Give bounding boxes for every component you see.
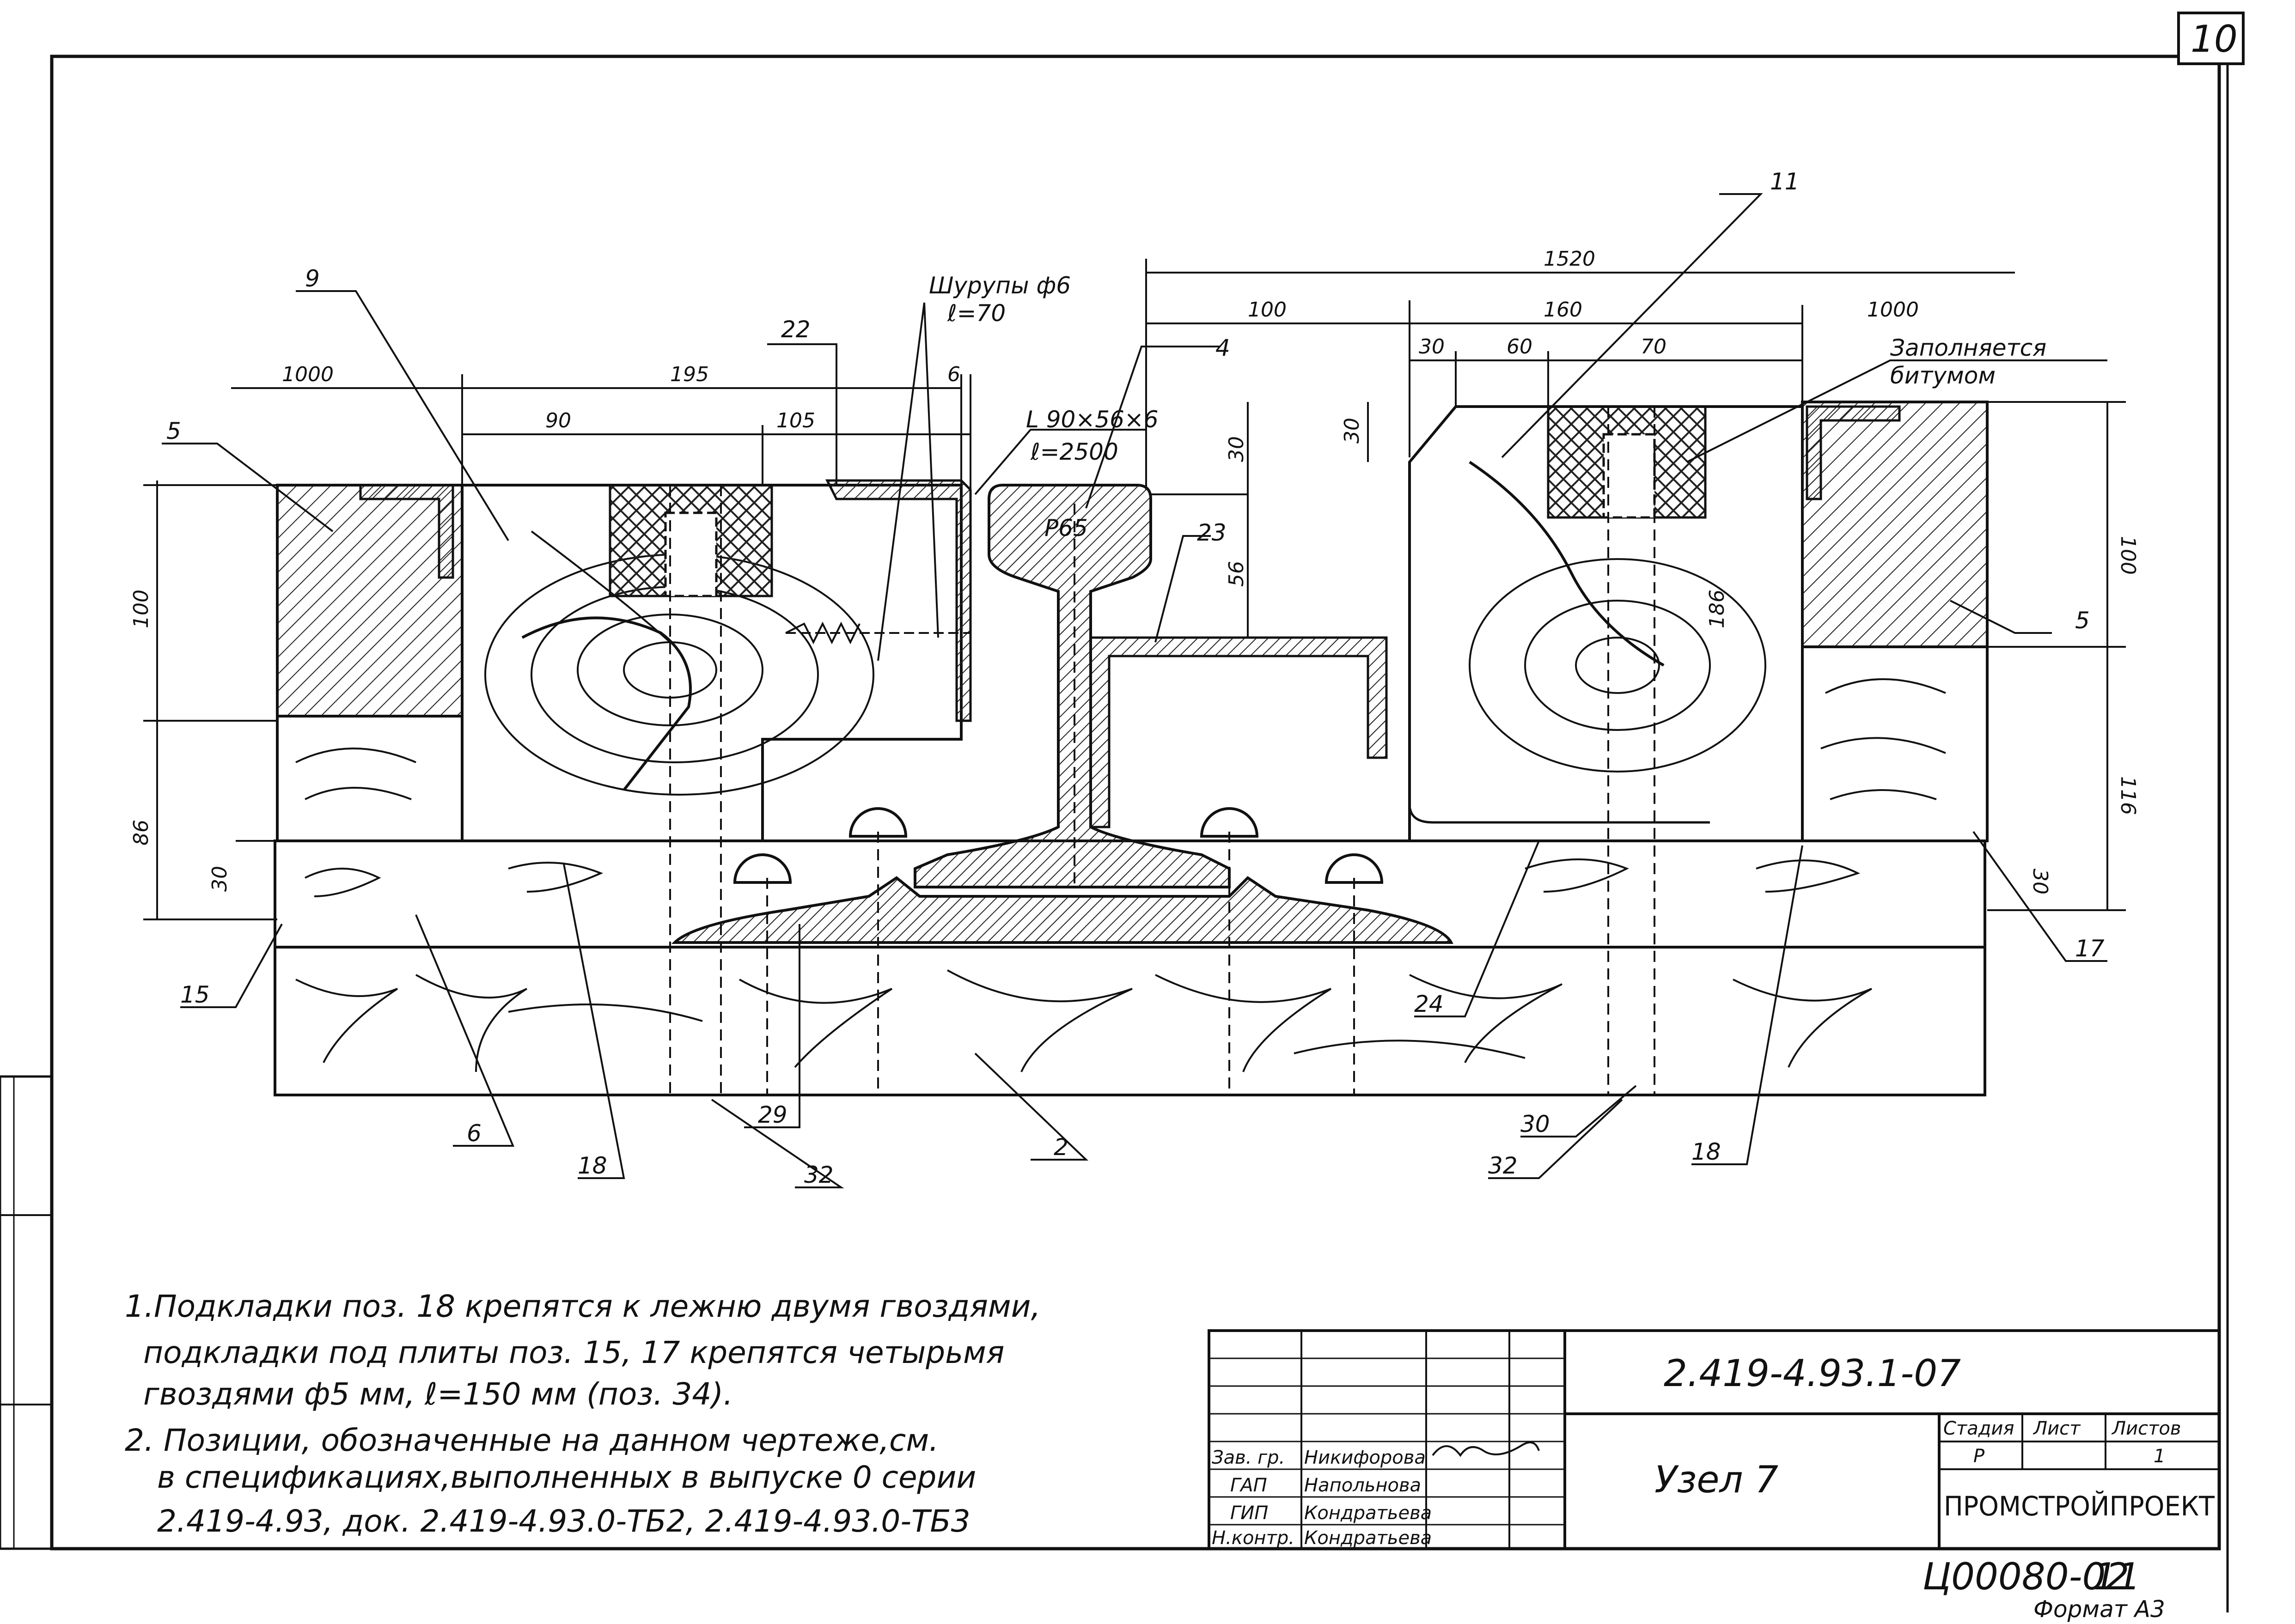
dim-30s: 30 [1340, 418, 1364, 444]
dim-116: 116 [2116, 776, 2140, 815]
pos-24: 24 [1414, 991, 1444, 1017]
person-name: Кондратьева [1304, 1502, 1432, 1524]
pos-18-right: 18 [1691, 1138, 1721, 1165]
org-name: ПРОМСТРОЙПРОЕКТ [1944, 1490, 2215, 1522]
dim-30a: 30 [1419, 335, 1445, 359]
pos-32-left: 32 [804, 1162, 834, 1188]
footer-code: Ц00080-02 [1923, 1555, 2129, 1598]
note-line: 1.Подкладки поз. 18 крепятся к лежню дву… [125, 1289, 1041, 1324]
bitumen-fill-left [609, 484, 773, 597]
base-sleeper [274, 946, 1986, 1096]
label-rail: Р65 [1044, 515, 1088, 541]
note-line: 2.419-4.93, док. 2.419-4.93.0-ТБ2, 2.419… [157, 1503, 970, 1539]
role: ГАП [1230, 1475, 1267, 1496]
dim-195: 195 [670, 363, 709, 386]
dim-100a: 100 [1248, 298, 1287, 322]
person-name: Напольнова [1304, 1475, 1421, 1496]
pos-30: 30 [1520, 1111, 1550, 1137]
note-line: в спецификациях,выполненных в выпуске 0 … [157, 1460, 976, 1495]
stage-value: Р [1973, 1446, 1985, 1467]
pos-22: 22 [781, 316, 811, 343]
dim-90: 90 [545, 409, 571, 432]
dim-70: 70 [1641, 335, 1666, 359]
hidden-lines [669, 407, 1655, 1095]
dim-186: 186 [1705, 590, 1729, 628]
pos-5-left: 5 [166, 418, 181, 444]
note-line: подкладки под плиты поз. 15, 17 крепятся… [143, 1335, 1005, 1370]
notes: 1.Подкладки поз. 18 крепятся к лежню дву… [125, 1289, 1041, 1539]
pos-29: 29 [758, 1101, 787, 1128]
pos-32-right: 32 [1488, 1152, 1518, 1179]
pos-15: 15 [180, 981, 210, 1008]
dim-105: 105 [776, 409, 815, 432]
base-plate [671, 876, 1453, 944]
dim-6: 6 [947, 363, 960, 386]
channel-23 [1089, 636, 1388, 828]
angle-90x56-left [825, 479, 972, 722]
dim-30r: 30 [2028, 869, 2052, 894]
title-block [1208, 1329, 2221, 1550]
angle-steel-left [359, 484, 454, 579]
dim-100l: 100 [129, 590, 153, 628]
label-fill-2: битумом [1890, 362, 1996, 389]
pos-23: 23 [1197, 519, 1227, 546]
dim-1000r: 1000 [1867, 298, 1919, 322]
signature [1432, 1442, 1540, 1457]
sheets-header: Листов [2111, 1418, 2181, 1439]
sheet-number: 10 [2191, 18, 2238, 61]
sheet-header: Лист [2033, 1418, 2081, 1439]
dimension-lines [143, 259, 2126, 920]
role: Н.контр. [1212, 1527, 1294, 1549]
pos-18-left: 18 [578, 1152, 607, 1179]
dim-1520: 1520 [1544, 247, 1595, 271]
sheets-value: 1 [2154, 1446, 2165, 1467]
note-line: гвоздями ф5 мм, ℓ=150 мм (поз. 34). [143, 1376, 733, 1412]
timber-beam-right [1408, 405, 1804, 842]
dim-86: 86 [129, 820, 153, 845]
bitumen-fill-right [1547, 405, 1707, 519]
dim-100r: 100 [2116, 536, 2140, 575]
pos-6: 6 [467, 1120, 482, 1147]
dim-56: 56 [1225, 561, 1248, 587]
footer-format: Формат А3 [2033, 1596, 2165, 1623]
stage-header: Стадия [1943, 1418, 2014, 1439]
person-name: Кондратьева [1304, 1527, 1432, 1549]
pos-9: 9 [305, 265, 320, 292]
pos-11: 11 [1770, 168, 1800, 195]
plate-right [1801, 401, 1989, 842]
label-angle-2: ℓ=2500 [1030, 438, 1118, 465]
footer-num: 11 [2094, 1555, 2141, 1598]
note-line: 2. Позиции, обозначенные на данном черте… [125, 1423, 939, 1458]
dim-1000l: 1000 [282, 363, 334, 386]
role: Зав. гр. [1212, 1447, 1285, 1468]
role: ГИП [1230, 1502, 1268, 1524]
leader-lines [162, 193, 2107, 1188]
screw [785, 621, 970, 645]
dim-160: 160 [1544, 298, 1582, 322]
angle-steel-right [1806, 405, 1901, 500]
pos-17: 17 [2075, 935, 2105, 962]
dim-60: 60 [1507, 335, 1532, 359]
drawing-title: Узел 7 [1654, 1458, 1778, 1501]
dim-30v: 30 [1225, 436, 1248, 462]
pos-5-right: 5 [2075, 607, 2090, 634]
pos-2: 2 [1054, 1134, 1068, 1161]
label-screws-2: ℓ=70 [947, 300, 1006, 327]
label-screws-1: Шурупы ф6 [929, 272, 1071, 299]
person-name: Никифорова [1304, 1447, 1426, 1468]
sheet-frame [0, 12, 2245, 1612]
pos-4: 4 [1215, 335, 1230, 361]
bolts [733, 807, 1384, 884]
label-angle-1: L 90×56×6 [1026, 406, 1159, 433]
label-fill-1: Заполняется [1890, 335, 2046, 361]
plate-left [276, 484, 464, 842]
dim-30l: 30 [208, 866, 232, 892]
doc-code: 2.419-4.93.1-07 [1664, 1352, 1961, 1395]
